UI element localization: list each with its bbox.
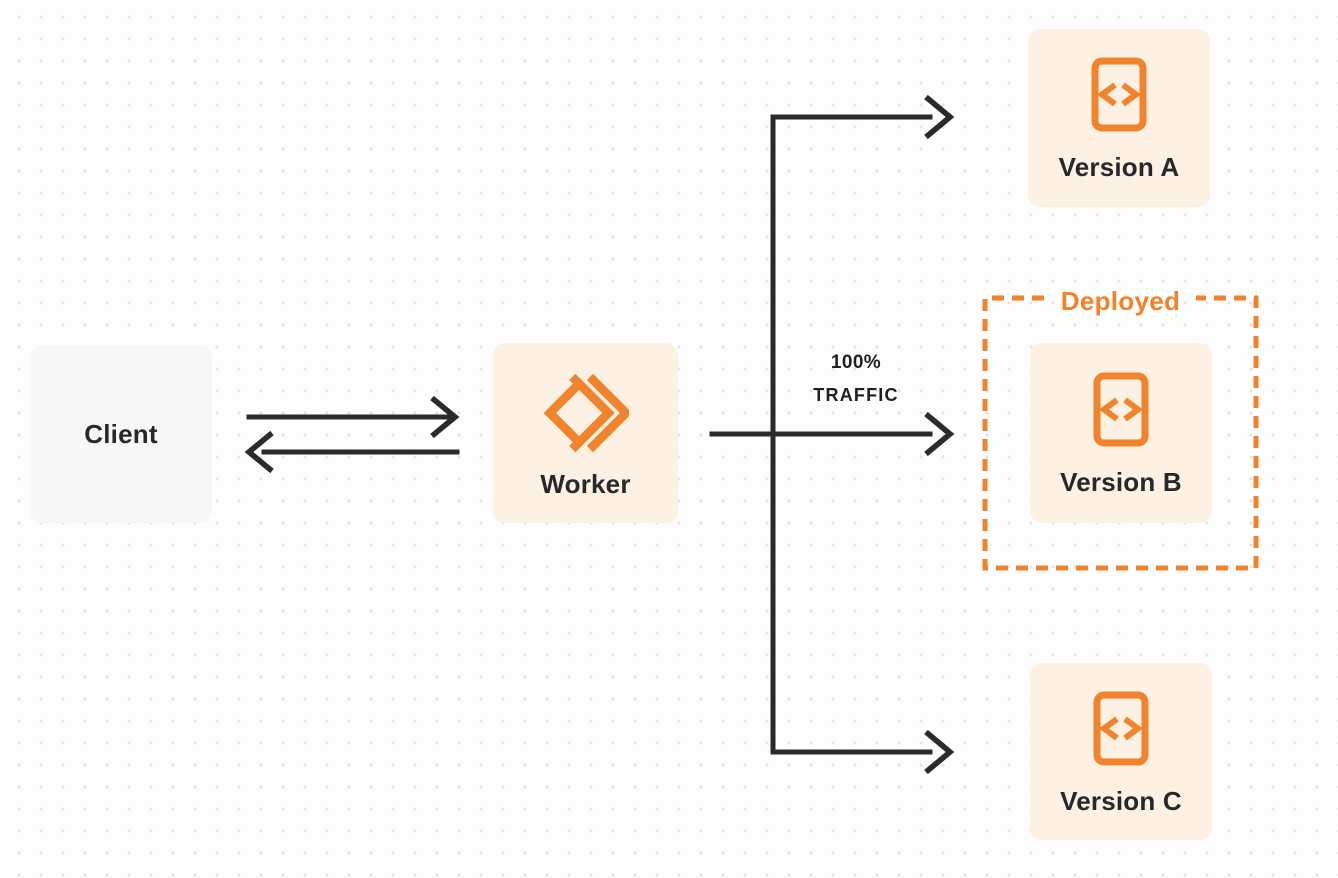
traffic-label: 100% TRAFFIC <box>766 352 946 406</box>
code-file-icon <box>1091 57 1147 132</box>
deployed-zone-label: Deployed <box>1060 286 1181 316</box>
client-node: Client <box>30 345 212 523</box>
worker-label: Worker <box>540 468 631 499</box>
code-file-icon <box>1093 372 1149 447</box>
version-c-label: Version C <box>1060 785 1182 816</box>
arrow-worker-to-client <box>244 430 460 474</box>
traffic-word-text: TRAFFIC <box>813 385 899 405</box>
arrow-to-version-c <box>770 729 955 775</box>
version-c-node: Version C <box>1030 663 1212 840</box>
traffic-percent-text: 100% <box>830 352 882 373</box>
worker-node: Worker <box>493 343 678 523</box>
version-b-label: Version B <box>1060 467 1182 497</box>
code-file-icon <box>1093 691 1149 766</box>
version-b-node: Version B <box>1030 343 1212 523</box>
arrow-client-to-worker <box>246 395 460 439</box>
version-a-label: Version A <box>1058 152 1180 182</box>
arrow-to-version-a <box>770 94 955 140</box>
cloudflare-workers-logo-icon <box>543 373 632 453</box>
version-a-node: Version A <box>1028 29 1210 207</box>
arrow-to-version-b <box>709 411 955 457</box>
client-label: Client <box>84 418 158 449</box>
